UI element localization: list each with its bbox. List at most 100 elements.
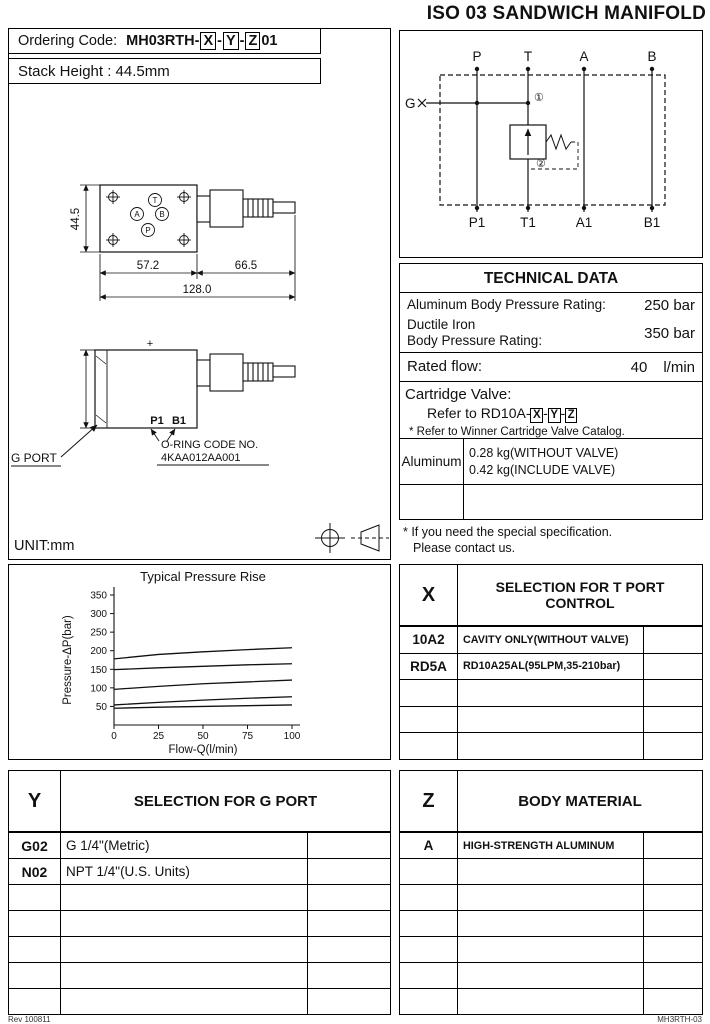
- svg-text:Pressure-ΔP(bar): Pressure-ΔP(bar): [62, 615, 74, 705]
- port-label-t: T: [153, 196, 158, 205]
- svg-text:100: 100: [90, 683, 107, 694]
- top-view-drawing: [80, 184, 296, 301]
- schematic-port-a: A: [579, 49, 588, 64]
- port-p-icon: [141, 223, 155, 237]
- footer-model: MH3RTH-03: [657, 1015, 702, 1024]
- dim-1280: 128.0: [183, 284, 212, 296]
- svg-text:Flow-Q(l/min): Flow-Q(l/min): [169, 744, 238, 756]
- table-row: [9, 885, 390, 911]
- port-a-icon: [130, 207, 144, 221]
- stack-height-label: Stack Height : 44.5mm: [18, 62, 170, 80]
- svg-text:Typical Pressure Rise: Typical Pressure Rise: [140, 569, 266, 584]
- ordering-code-label: Ordering Code:: [18, 33, 118, 49]
- svg-text:100: 100: [284, 731, 301, 742]
- hydraulic-schematic: G P T A B P1 T1 A1 B1 ① ②: [405, 49, 666, 230]
- ordering-x-box: X: [200, 31, 217, 51]
- schematic-g-label: G: [405, 96, 416, 111]
- ordering-y-box: Y: [222, 31, 239, 51]
- g-port-label: G PORT: [11, 451, 57, 465]
- port-label-a: A: [134, 210, 140, 219]
- callout-1: ①: [534, 92, 544, 104]
- table-x-label-header: SELECTION FOR T PORT CONTROL: [495, 579, 665, 611]
- svg-text:0: 0: [111, 731, 117, 742]
- weight-table: Aluminum 0.28 kg(WITHOUT VALVE) 0.42 kg(…: [400, 438, 702, 519]
- cartridge-z-box: Z: [565, 408, 578, 423]
- schematic-port-a1: A1: [576, 215, 593, 230]
- schematic-port-p1: P1: [469, 215, 486, 230]
- ordering-z-box: Z: [245, 31, 261, 51]
- front-view-drawing: [11, 349, 296, 467]
- mechanical-drawing: T A B P 44.5 57.2 66.5 128.0: [11, 184, 389, 554]
- oring-code-value: 4KAA012AA001: [161, 452, 241, 464]
- table-z-label-header: BODY MATERIAL: [518, 792, 642, 810]
- port-label-b1: B1: [172, 415, 186, 427]
- svg-text:50: 50: [197, 731, 209, 742]
- svg-text:300: 300: [90, 609, 107, 620]
- table-row: [9, 937, 390, 963]
- projection-cone-icon: [351, 524, 389, 552]
- unit-note: UNIT:mm: [14, 538, 74, 554]
- svg-text:25: 25: [153, 731, 165, 742]
- table-y-code-header: Y: [9, 771, 61, 831]
- svg-text:150: 150: [90, 665, 107, 676]
- technical-data-panel: TECHNICAL DATA Aluminum Body Pressure Ra…: [399, 263, 703, 520]
- svg-text:200: 200: [90, 646, 107, 657]
- weight-include-valve: 0.42 kg(INCLUDE VALVE): [469, 462, 616, 477]
- special-spec-note: * If you need the special specification.…: [403, 525, 613, 556]
- table-row: [400, 963, 702, 989]
- table-row: [9, 989, 390, 1014]
- projection-target-icon: [315, 523, 345, 553]
- table-row: [400, 680, 702, 707]
- table-y-label-header: SELECTION FOR G PORT: [133, 792, 318, 810]
- table-z-code-header: Z: [400, 771, 458, 831]
- table-row: [400, 885, 702, 911]
- table-row: [400, 706, 702, 734]
- chart-series-curve-4: [113, 696, 293, 706]
- page-title: ISO 03 SANDWICH MANIFOLD: [426, 3, 706, 24]
- cartridge-y-box: Y: [547, 408, 561, 423]
- schematic-port-t1: T1: [520, 215, 536, 230]
- table-row: [400, 859, 702, 885]
- port-label-p1: P1: [150, 415, 163, 427]
- table-row: [9, 963, 390, 989]
- technical-data-title: TECHNICAL DATA: [400, 264, 702, 293]
- chart-series-curve-1: [113, 647, 293, 660]
- drawing-panel: T A B P 44.5 57.2 66.5 128.0: [8, 28, 391, 560]
- oring-code-label: O-RING CODE NO.: [161, 439, 258, 451]
- table-row: [400, 733, 702, 759]
- dim-445-top: 44.5: [70, 208, 82, 230]
- chart-series-curve-3: [113, 679, 293, 690]
- table-row: [9, 911, 390, 937]
- rated-flow-row: Rated flow: 40 l/min: [407, 357, 695, 376]
- schematic-port-b: B: [647, 49, 656, 64]
- port-label-b: B: [159, 210, 164, 219]
- cartridge-valve-front: [196, 353, 296, 392]
- dim-665: 66.5: [235, 260, 257, 272]
- chart-series-curve-5: [113, 704, 293, 709]
- stack-height-box: Stack Height : 44.5mm: [8, 58, 321, 84]
- cartridge-valve-top: [196, 189, 296, 228]
- svg-text:350: 350: [90, 591, 107, 602]
- callout-2: ②: [536, 158, 546, 170]
- aluminum-rating-row: Aluminum Body Pressure Rating: 250 bar: [407, 296, 695, 314]
- chart-series-curve-2: [113, 663, 293, 671]
- manifold-boundary: [439, 74, 666, 206]
- schematic-panel: G P T A B P1 T1 A1 B1 ① ②: [399, 30, 703, 258]
- cartridge-valve-note: Cartridge Valve: Refer to RD10A-X-Y-Z * …: [405, 386, 625, 438]
- plus-mark: +: [147, 338, 153, 350]
- weight-material: Aluminum: [400, 439, 464, 484]
- table-row: [400, 989, 702, 1014]
- port-b-icon: [155, 207, 169, 221]
- g-port-arrow: [60, 424, 98, 458]
